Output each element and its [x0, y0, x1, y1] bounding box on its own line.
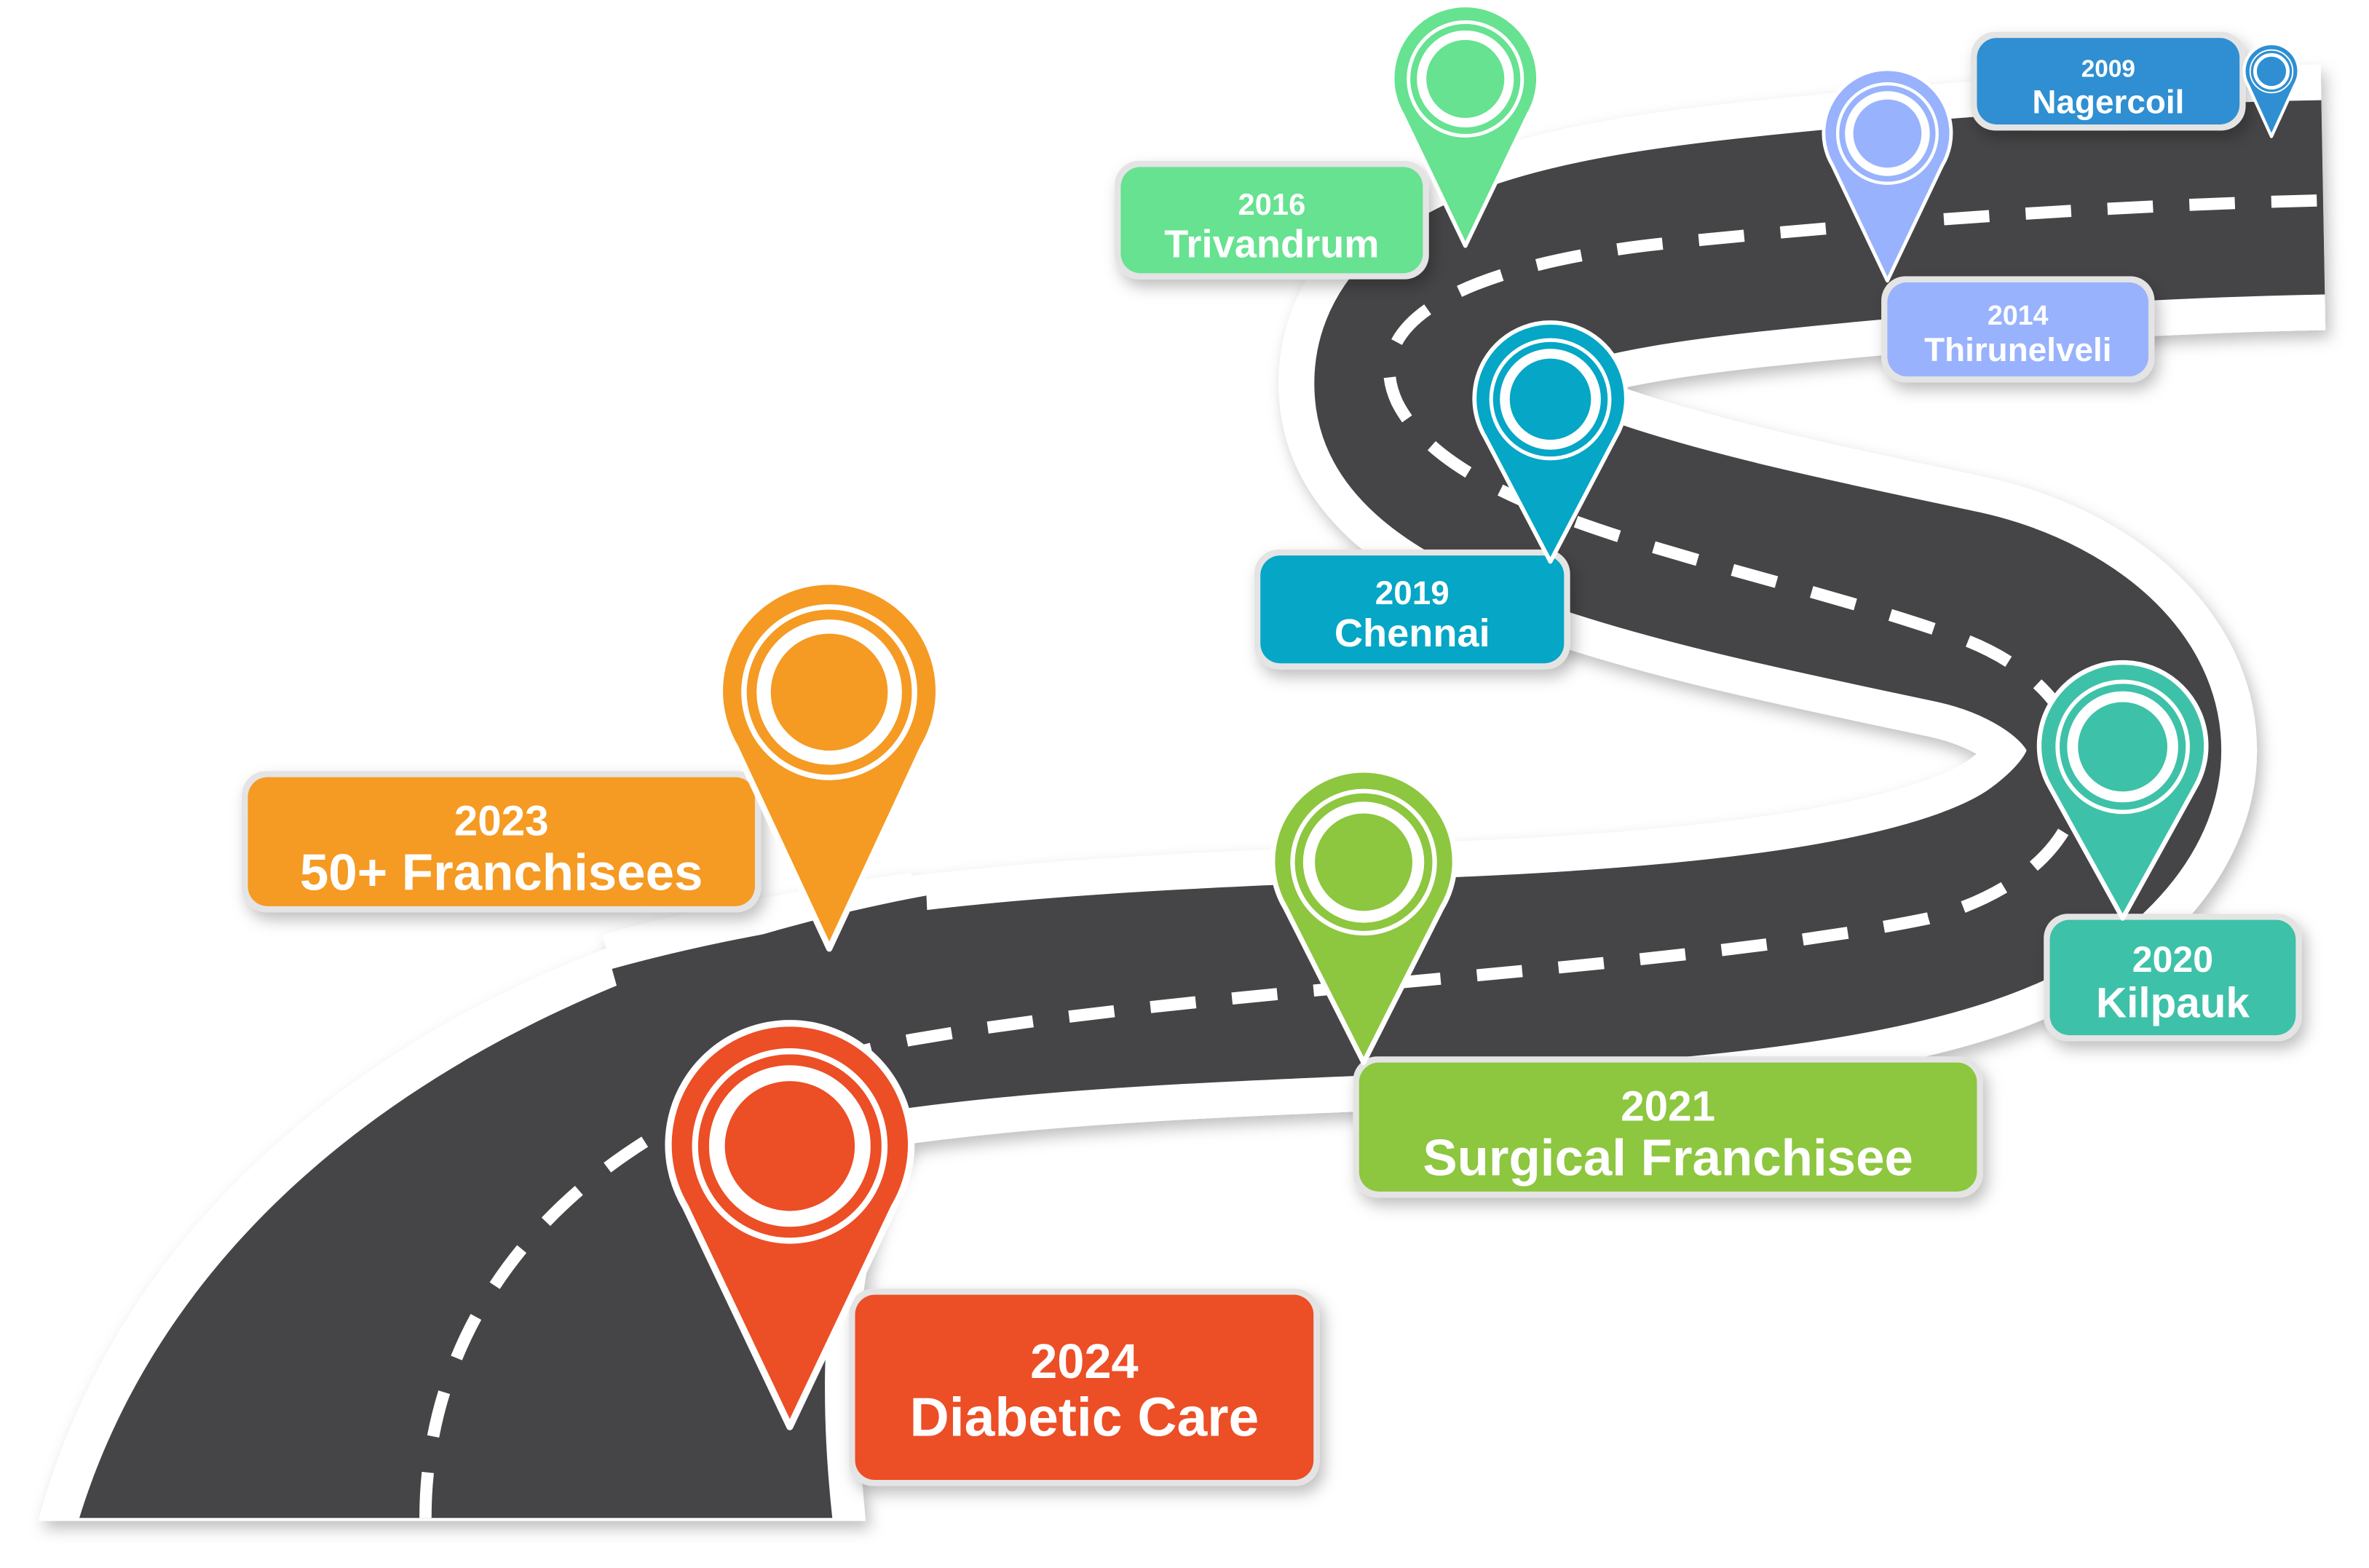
milestone-year: 2021	[1621, 1082, 1715, 1130]
map-pin-icon	[2242, 42, 2301, 138]
milestone-label: Surgical Franchisee	[1423, 1129, 1913, 1187]
map-pin-icon	[1270, 767, 1458, 1066]
milestone-year: 2019	[1375, 574, 1450, 611]
milestone-label: Kilpauk	[2096, 979, 2250, 1026]
milestone-label: Chennai	[1334, 611, 1490, 655]
milestone-label: 50+ Franchisees	[300, 844, 703, 901]
milestone-label: Nagercoil	[2032, 83, 2184, 121]
milestone-label: Thirunelveli	[1924, 330, 2111, 368]
milestone-year: 2024	[1030, 1335, 1138, 1389]
label-box	[2049, 919, 2296, 1036]
map-pin-icon	[716, 578, 942, 952]
label-box	[1977, 38, 2240, 124]
milestone-label: Diabetic Care	[910, 1386, 1259, 1447]
map-pin-icon	[665, 1020, 915, 1430]
milestone-label: Trivandrum	[1164, 222, 1379, 266]
label-box	[248, 777, 755, 906]
map-pin-icon	[2036, 660, 2209, 921]
label-box	[1260, 555, 1565, 664]
milestone-year: 2016	[1238, 187, 1306, 221]
label-box	[855, 1294, 1314, 1481]
milestones: 2009Nagercoil2014Thirunelveli2016Trivand…	[242, 3, 2302, 1486]
milestone-year: 2023	[454, 797, 549, 844]
label-box	[1120, 167, 1423, 274]
milestone-year: 2009	[2081, 56, 2135, 83]
label-box	[1358, 1062, 1977, 1192]
milestone-year: 2014	[1988, 300, 2049, 330]
milestone-year: 2020	[2132, 939, 2213, 980]
map-pin-icon	[1822, 67, 1953, 283]
map-pin-icon	[1390, 3, 1541, 248]
label-box	[1887, 282, 2149, 377]
map-pin-icon	[1472, 320, 1629, 564]
